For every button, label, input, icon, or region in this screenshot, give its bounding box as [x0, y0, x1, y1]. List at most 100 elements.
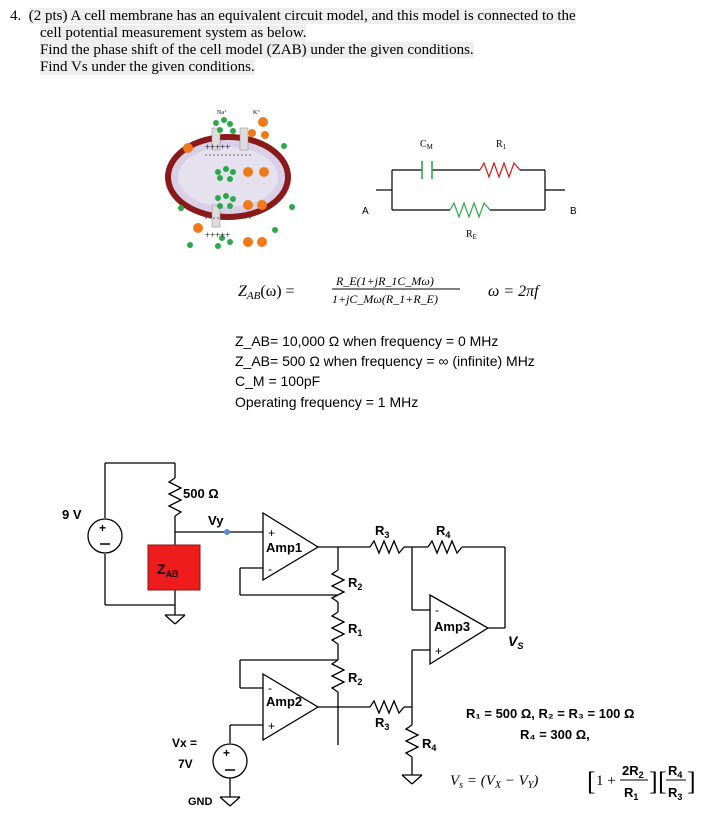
condition-3: C_M = 100pF	[235, 373, 320, 389]
amp1-triangle	[262, 511, 320, 582]
resistor-500-label: 500 Ω	[183, 486, 219, 501]
vs-formula-num2: R4	[668, 763, 682, 780]
formula-denominator: 1+jC_Mω(R_1+R_E)	[332, 292, 438, 306]
amp2-label: Amp2	[266, 694, 302, 709]
amp3-label: Amp3	[434, 619, 470, 634]
amp1-label: Amp1	[266, 540, 302, 555]
amp3-plus: +	[435, 644, 442, 658]
r2-upper-label: R2	[348, 575, 362, 592]
potassium-ion	[243, 167, 253, 177]
vs-formula-den1: R1	[624, 785, 638, 802]
amp2-minus: -	[268, 681, 272, 695]
potassium-ion	[261, 131, 269, 139]
question-line-4: Find Vs under the given conditions.	[40, 59, 255, 75]
r1-resistor	[479, 161, 521, 179]
gnd-label: GND	[188, 796, 213, 808]
potassium-ion	[257, 237, 267, 247]
vx-label-2: 7V	[178, 757, 193, 771]
potassium-ion	[258, 117, 268, 127]
question-line-2: cell potential measurement system as bel…	[40, 25, 307, 42]
r1-resistor	[330, 611, 346, 645]
question-points: (2 pts)	[28, 8, 68, 24]
zab-formula: ZAB(ω) = R_E(1+jR_1C_Mω) 1+jC_Mω(R_1+R_E…	[238, 274, 541, 306]
amp1-plus: +	[268, 526, 275, 540]
equivalent-circuit	[376, 161, 565, 219]
question-line-1-text: A cell membrane has an equivalent circui…	[70, 8, 576, 24]
vs-label: VS	[508, 633, 523, 651]
sodium-ions	[178, 117, 295, 249]
ion-channel	[211, 127, 221, 151]
cm-label: CM	[420, 139, 434, 151]
question-line-1: 4. (2 pts) A cell membrane has an equiva…	[10, 8, 715, 25]
potassium-label: K⁺	[253, 109, 261, 116]
r3-top-label: R3	[375, 523, 389, 540]
amp2-plus: +	[268, 719, 275, 733]
re-resistor	[449, 201, 491, 219]
vx-plus: +	[223, 746, 230, 760]
question-line-3: Find the phase shift of the cell model (…	[40, 42, 474, 58]
r2-upper-resistor	[330, 569, 346, 603]
zab-block	[147, 544, 201, 591]
r2-lower-resistor	[330, 659, 346, 693]
amp2-triangle	[262, 672, 320, 742]
measurement-circuit	[87, 462, 506, 807]
values-line-2: R₄ = 300 Ω,	[520, 727, 590, 742]
charges-bottom: +++++	[205, 230, 230, 240]
ion-channel	[211, 204, 221, 228]
vs-formula-den2: R3	[668, 785, 682, 802]
vs-formula: Vs = (VX − VY) [ 1 + 2R2 R1 ] [ R4 R3 ]	[450, 763, 696, 802]
vy-node	[224, 529, 230, 535]
amp3-triangle	[429, 593, 490, 666]
potassium-ion	[193, 223, 203, 233]
vs-formula-num1: 2R2	[622, 763, 644, 780]
r1-label: R1	[496, 139, 507, 151]
amp3-minus: -	[435, 603, 439, 617]
r4-bottom-resistor	[404, 724, 420, 758]
question-number: 4.	[10, 8, 22, 24]
r3-bottom-label: R3	[375, 715, 389, 732]
condition-1: Z_AB= 10,000 Ω when frequency = 0 MHz	[235, 333, 498, 349]
potassium-ion	[243, 200, 253, 210]
potassium-ion	[248, 129, 256, 137]
r4-bottom-label: R4	[422, 736, 436, 753]
r4-top-label: R4	[436, 523, 450, 540]
svg-text:]: ]	[687, 767, 696, 796]
vs-formula-bracket-close: ]	[649, 767, 658, 796]
re-label: RE	[466, 229, 477, 241]
amp1-minus: -	[268, 562, 272, 576]
vs-formula-one: 1 +	[596, 773, 616, 789]
vy-label: Vy	[208, 513, 224, 528]
svg-text:[: [	[658, 767, 667, 796]
formula-lhs: ZAB(ω) =	[238, 283, 295, 302]
formula-numerator: R_E(1+jR_1C_Mω)	[335, 274, 434, 288]
r1-label: R1	[348, 621, 362, 638]
r4-top-resistor	[427, 539, 463, 555]
cell-membrane-illustration: Na⁺ K⁺ +++++ +++++	[165, 109, 295, 249]
battery-9v	[87, 518, 123, 554]
potassium-ion	[243, 237, 253, 247]
condition-4: Operating frequency = 1 MHz	[235, 394, 418, 410]
potassium-ion	[257, 200, 267, 210]
vs-formula-bracket-open: [	[587, 767, 596, 796]
potassium-ion	[259, 167, 269, 177]
values-line-1: R₁ = 500 Ω, R₂ = R₃ = 100 Ω	[466, 706, 634, 721]
node-a-label: A	[362, 206, 369, 217]
sodium-label: Na⁺	[217, 109, 227, 116]
battery-plus: +	[99, 521, 106, 535]
ion-channel	[239, 127, 249, 151]
r3-top-resistor	[369, 539, 405, 555]
zab-block-label: ZAB	[157, 561, 179, 579]
battery-label: 9 V	[62, 507, 82, 522]
resistor-500	[167, 477, 183, 517]
node-b-label: B	[570, 206, 577, 217]
potassium-ion	[183, 143, 193, 153]
question-text: 4. (2 pts) A cell membrane has an equiva…	[10, 8, 715, 76]
vx-label-1: Vx =	[172, 736, 197, 750]
r2-lower-label: R2	[348, 670, 362, 687]
charges-top: +++++	[205, 142, 230, 152]
formula-omega: ω = 2πf	[488, 283, 541, 300]
condition-2: Z_AB= 500 Ω when frequency = ∞ (infinite…	[235, 353, 535, 369]
r3-bottom-resistor	[369, 699, 405, 715]
vs-formula-lhs: Vs = (VX − VY)	[450, 773, 538, 791]
